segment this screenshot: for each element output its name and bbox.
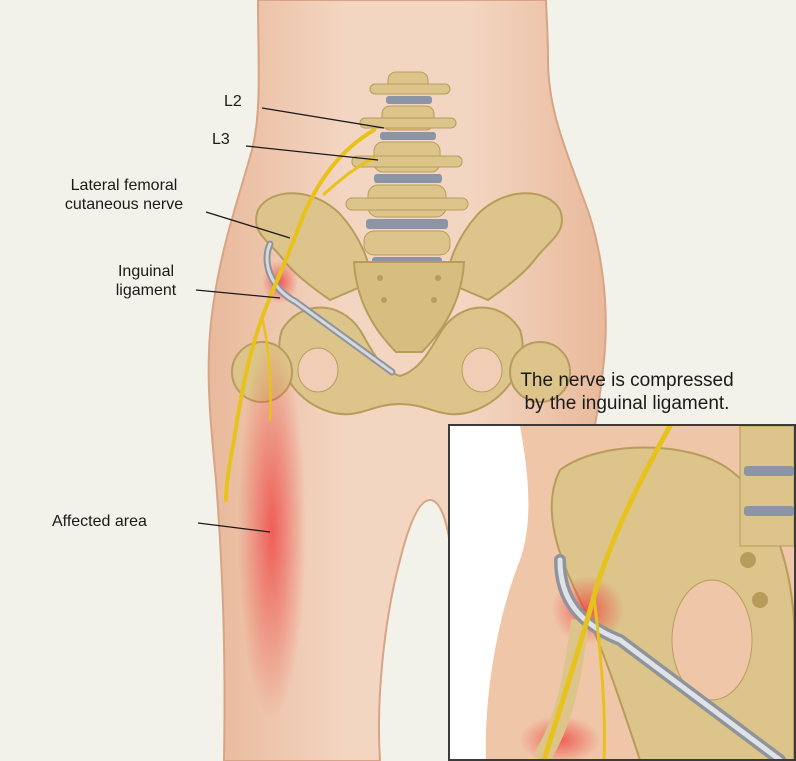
label-affected-area: Affected area bbox=[52, 512, 147, 531]
label-l2: L2 bbox=[224, 92, 242, 111]
label-lateral-femoral-cutaneous-nerve: Lateral femoral cutaneous nerve bbox=[40, 176, 208, 214]
label-inguinal-line1: Inguinal bbox=[96, 262, 196, 281]
inset-caption-line2: by the inguinal ligament. bbox=[462, 392, 792, 415]
inset-caption-line1: The nerve is compressed bbox=[462, 369, 792, 392]
label-lfcn-line1: Lateral femoral bbox=[40, 176, 208, 195]
label-l3: L3 bbox=[212, 130, 230, 149]
affected-area-glow bbox=[238, 340, 306, 720]
inset-panel bbox=[449, 425, 795, 761]
inset-caption: The nerve is compressed by the inguinal … bbox=[462, 369, 792, 415]
label-inguinal-line2: ligament bbox=[96, 281, 196, 300]
label-inguinal-ligament: Inguinal ligament bbox=[96, 262, 196, 300]
label-lfcn-line2: cutaneous nerve bbox=[40, 195, 208, 214]
